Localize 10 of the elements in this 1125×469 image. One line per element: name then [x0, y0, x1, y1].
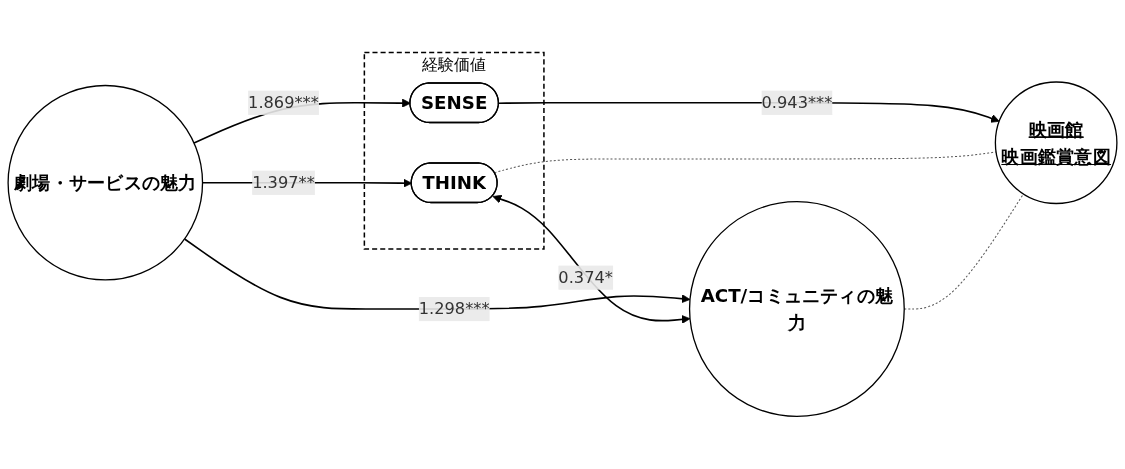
node-circle: 劇場・サービスの魅力: [7, 84, 204, 281]
arrow: [183, 238, 691, 310]
edge-label: 1.298***: [418, 298, 490, 319]
edge-label: 1.397**: [252, 172, 315, 192]
node-circle: ACT/コミュニティの魅力: [688, 201, 905, 418]
edge-label: 0.943***: [761, 92, 833, 112]
edge-label: 0.374*: [558, 267, 613, 287]
arrow: [492, 194, 691, 324]
edge-label: 1.869***: [248, 92, 319, 112]
connector: [494, 151, 997, 174]
